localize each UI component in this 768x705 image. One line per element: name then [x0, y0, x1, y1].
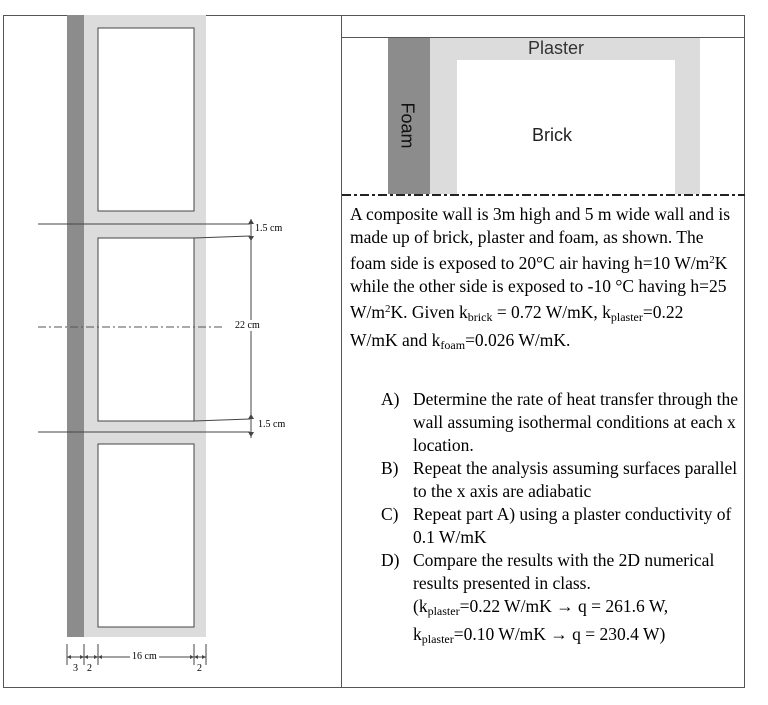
dim-brick-width-label: 16 cm: [130, 651, 159, 662]
result-line-2: kplaster=0.10 W/mK → q = 230.4 W): [413, 624, 666, 646]
brick-cell-middle: [97, 237, 195, 422]
result-line-1: (kplaster=0.22 W/mK → q = 261.6 W,: [413, 596, 669, 618]
wall-top-view-figure: [342, 38, 745, 196]
brick-cell-bottom: [97, 443, 195, 628]
plaster-label: Plaster: [528, 38, 585, 58]
foam-region: [388, 38, 430, 194]
wall-cross-section-figure: [38, 15, 254, 665]
question-part-a: A) Determine the rate of heat transfer t…: [381, 389, 739, 455]
brick-cell-top: [97, 27, 195, 212]
dim-foam-width-label: 3: [73, 663, 78, 674]
problem-statement: A composite wall is 3m high and 5 m wide…: [350, 204, 731, 352]
dim-plaster-width-label: 2: [87, 663, 92, 674]
question-part-c: C) Repeat part A) using a plaster conduc…: [381, 504, 732, 547]
dim-plaster-right-width-label: 2: [197, 663, 202, 674]
foam-label: Foam: [397, 102, 418, 149]
question-part-b: B) Repeat the analysis assuming surfaces…: [381, 458, 738, 501]
dim-cell-height-label: 22 cm: [233, 320, 262, 331]
brick-label: Brick: [532, 125, 572, 145]
foam-strip: [67, 15, 84, 637]
brick-region: [457, 60, 675, 194]
right-header-divider: [341, 37, 745, 38]
column-divider: [341, 15, 342, 688]
question-parts-list: A) Determine the rate of heat transfer t…: [381, 388, 741, 651]
dim-bottom-gap-label: 1.5 cm: [258, 419, 286, 430]
dim-top-gap-label: 1.5 cm: [255, 223, 283, 234]
question-part-d: D) Compare the results with the 2D numer…: [381, 550, 715, 646]
table-frame: [3, 15, 745, 688]
